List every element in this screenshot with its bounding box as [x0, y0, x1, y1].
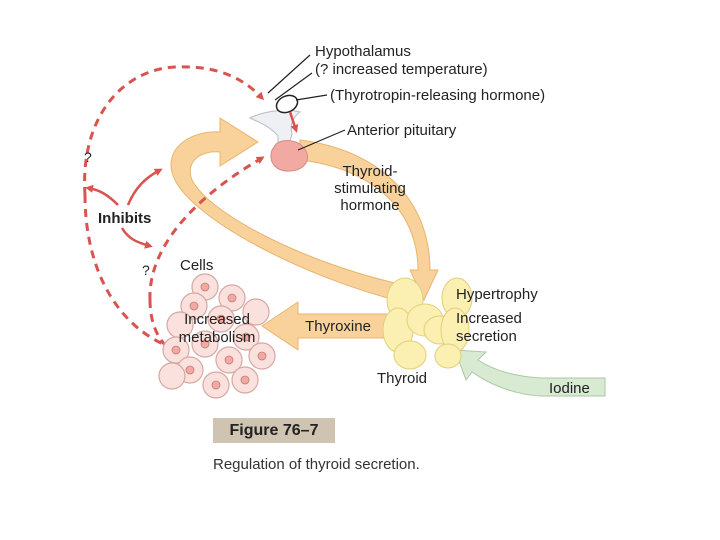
inhibit-dashed-inner-low [148, 299, 167, 347]
increased-temperature-label: (? increased temperature) [315, 61, 488, 78]
cells-label: Cells [180, 257, 213, 274]
iodine-label: Iodine [549, 380, 590, 397]
question-mark-top: ? [84, 149, 92, 165]
hypothalamus-leader [267, 54, 311, 94]
increased-metabolism-line2: metabolism [179, 329, 256, 346]
hypertrophy-label: Hypertrophy [456, 286, 538, 303]
thyroxine-arrow [261, 301, 396, 351]
thyroid-label: Thyroid [377, 370, 427, 387]
figure-number-box: Figure 76–7 [213, 418, 335, 443]
anterior-pituitary-label: Anterior pituitary [347, 122, 457, 139]
anterior-pituitary-shape [270, 140, 308, 172]
pituitary-leader [297, 129, 346, 151]
question-mark-bottom: ? [142, 262, 150, 278]
trh-arrow [288, 111, 299, 133]
tsh-label-line2: stimulating [334, 180, 406, 197]
cell-nuclei [171, 282, 267, 390]
increased-secretion-line1: Increased [456, 310, 522, 327]
inhibit-dashed-top [83, 65, 265, 196]
trh-leader [295, 94, 328, 101]
figure-number: Figure 76–7 [229, 421, 319, 439]
figure-caption: Regulation of thyroid secretion. [213, 456, 420, 473]
inhibits-arrow-up [85, 184, 119, 206]
feedback-band-arrow [170, 117, 396, 301]
inhibit-dashed-outer [83, 194, 166, 347]
inhibits-arrow-down [120, 227, 153, 249]
inhibits-label: Inhibits [98, 210, 151, 227]
iodine-arrow [454, 349, 606, 397]
increased-metabolism-line1: Increased [184, 311, 250, 328]
trh-label: (Thyrotropin-releasing hormone) [330, 87, 545, 104]
tsh-label-line3: hormone [340, 197, 399, 214]
increased-secretion-line2: secretion [456, 328, 517, 345]
inhibits-arrow-up-right [126, 168, 163, 206]
tsh-label-line1: Thyroid- [342, 163, 397, 180]
hypothalamus-label: Hypothalamus [315, 43, 411, 60]
temperature-leader [274, 72, 313, 101]
thyroxine-label: Thyroxine [305, 318, 371, 335]
inhibit-dashed-inner [148, 156, 265, 301]
tsh-arrow [299, 139, 439, 302]
thyroid-gland [382, 277, 473, 370]
